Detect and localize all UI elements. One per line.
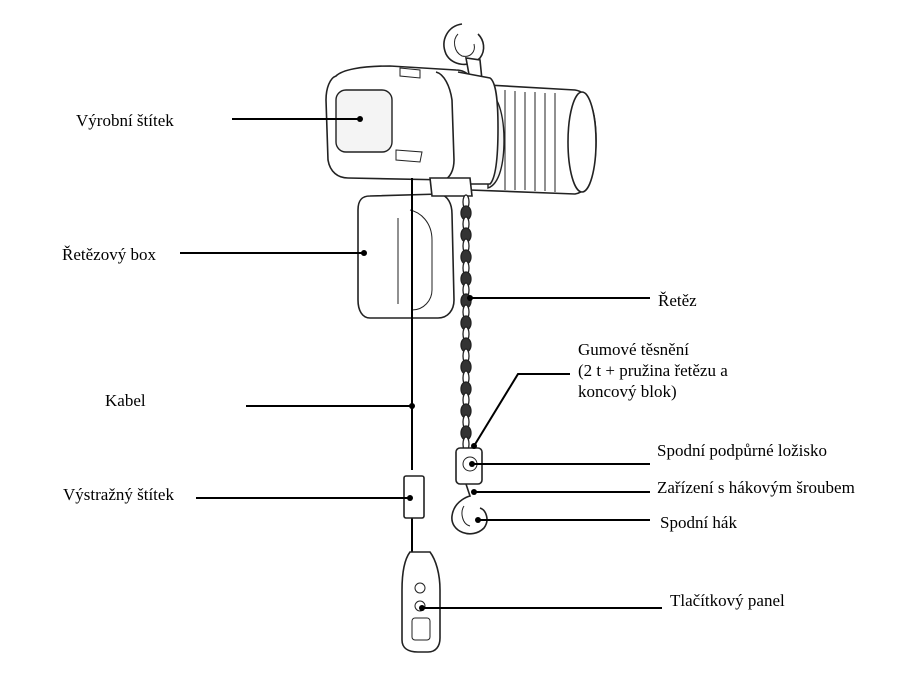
label-tlacitkovy-panel: Tlačítkový panel bbox=[670, 591, 785, 610]
label-retez: Řetěz bbox=[658, 291, 697, 310]
load-chain bbox=[460, 194, 472, 452]
label-vystrazny-stitek: Výstražný štítek bbox=[63, 485, 174, 504]
label-gumove-tesneni-line1: Gumové těsnění bbox=[578, 340, 689, 359]
label-spodni-hak: Spodní hák bbox=[660, 513, 737, 532]
bottom-hook bbox=[451, 447, 488, 535]
leader-lines bbox=[180, 118, 662, 609]
pendant-control bbox=[401, 551, 441, 653]
leader-dots bbox=[357, 116, 481, 611]
chain-box bbox=[357, 193, 455, 319]
label-retezovy-box: Řetězový box bbox=[62, 245, 156, 264]
label-spodni-lozisko: Spodní podpůrné ložisko bbox=[657, 441, 827, 460]
label-zarizeni: Zařízení s hákovým šroubem bbox=[657, 478, 855, 497]
label-vyrobni-stitek: Výrobní štítek bbox=[76, 111, 174, 130]
label-gumove-tesneni-line3: koncový blok) bbox=[578, 382, 677, 401]
gear-housing bbox=[325, 65, 499, 185]
chain-guide bbox=[429, 177, 473, 197]
leader-gumove bbox=[473, 373, 570, 447]
top-hook bbox=[443, 23, 485, 81]
label-kabel: Kabel bbox=[105, 391, 146, 410]
motor-housing bbox=[469, 83, 597, 195]
label-gumove-tesneni-line2: (2 t + pružina řetězu a bbox=[578, 361, 728, 380]
label-gumove-tesneni: Gumové těsnění (2 t + pružina řetězu a k… bbox=[578, 339, 728, 402]
